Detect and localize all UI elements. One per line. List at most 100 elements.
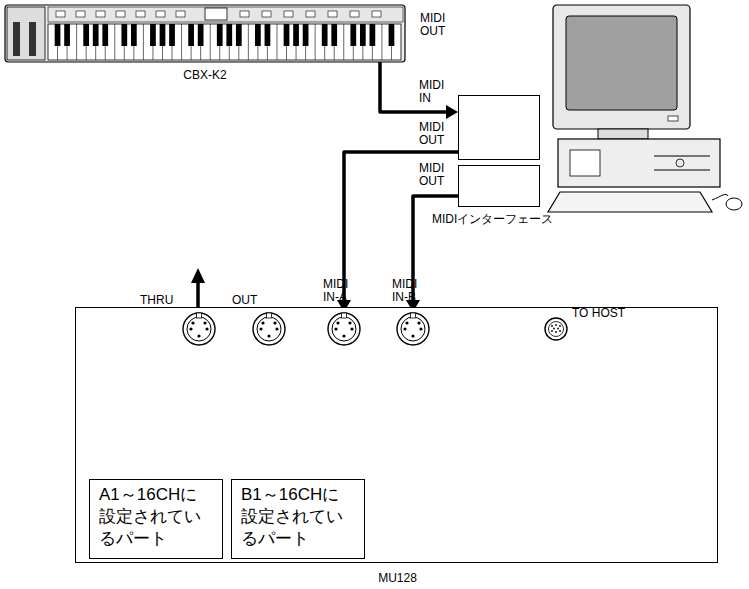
key-divider [181, 24, 182, 60]
arrowhead [446, 105, 458, 119]
black-key [150, 24, 156, 46]
display [205, 8, 227, 20]
jack-pin [342, 334, 345, 337]
jack-pin [551, 330, 553, 332]
key-bed [48, 24, 401, 60]
jack-pin [403, 327, 406, 330]
node-label: THRU [140, 294, 173, 307]
black-key [236, 24, 242, 46]
black-key [198, 24, 204, 46]
key-divider [114, 24, 115, 60]
keyboard-illustration [5, 5, 405, 62]
black-key [55, 24, 61, 46]
panel-button [262, 11, 271, 17]
black-key [322, 24, 328, 46]
black-key [370, 24, 376, 46]
jack-pin [555, 331, 557, 333]
black-key [169, 24, 175, 46]
computer-illustration [548, 5, 742, 212]
midi-jack: THRU [182, 312, 216, 346]
node-label: MIDI OUT [419, 121, 451, 147]
port-label: MIDI OUT [420, 12, 454, 38]
panel-button [328, 11, 337, 17]
jack-pin [261, 321, 264, 324]
monitor [553, 5, 690, 129]
midi-jack: MIDI IN-B [396, 312, 430, 346]
black-key [93, 24, 99, 46]
din-socket [252, 312, 286, 346]
signal-connector [380, 62, 458, 119]
power-button [668, 116, 678, 121]
jack-pin [419, 327, 422, 330]
jack-face [401, 317, 425, 341]
part-box: B1～16CHに設定されているパート [231, 479, 365, 559]
jack-face [187, 317, 211, 341]
node-label: MIDI IN-B [392, 278, 428, 304]
panel-buttons [56, 11, 381, 17]
jack-pin [275, 327, 278, 330]
jack-pin [557, 328, 559, 330]
thru-out-arrow [191, 268, 205, 310]
jack-pin [334, 327, 337, 330]
jack-pin [411, 334, 414, 337]
key-divider [76, 24, 77, 60]
key-divider [381, 24, 382, 60]
jack-face [257, 317, 281, 341]
din-socket [396, 312, 430, 346]
jack-pin [555, 324, 557, 326]
black-key [255, 24, 261, 46]
jack-pin [348, 321, 351, 324]
midi-cable [413, 196, 458, 301]
black-key [226, 24, 232, 46]
black-key [303, 24, 309, 46]
black-key [188, 24, 194, 46]
din-socket [182, 312, 216, 346]
panel-button [306, 11, 315, 17]
jack-pin [405, 321, 408, 324]
black-key [293, 24, 299, 46]
jack-key [342, 313, 347, 318]
host-jack: TO HOST [544, 317, 568, 341]
speaker-grille [570, 150, 600, 176]
top-panel [48, 7, 403, 22]
part-label: A1～16CHに設定されているパート [90, 480, 222, 554]
pitch-wheel [13, 22, 20, 56]
jack-pin [553, 328, 555, 330]
panel-button [350, 11, 359, 17]
keys [55, 24, 395, 60]
black-key [160, 24, 166, 46]
key-divider [248, 24, 249, 60]
jack-key [411, 313, 416, 318]
part-box: A1～16CHに設定されているパート [89, 479, 223, 559]
jack-face [332, 317, 356, 341]
black-key [131, 24, 137, 46]
black-key [360, 24, 366, 46]
jack-face [549, 322, 564, 337]
port-label: MIDIインターフェース [432, 213, 553, 226]
drive-button [676, 159, 684, 167]
mini-din-socket [544, 317, 568, 341]
jack-pin [259, 327, 262, 330]
jack-pin [559, 330, 561, 332]
part-label: B1～16CHに設定されているパート [232, 480, 364, 554]
black-key [350, 24, 356, 46]
black-key [331, 24, 337, 46]
key-divider [143, 24, 144, 60]
black-key [265, 24, 271, 46]
jack-rim [253, 313, 285, 345]
key-divider [276, 24, 277, 60]
mu128-unit: MU128THRUOUTMIDI IN-AMIDI IN-BTO HOSTA1～… [75, 307, 718, 563]
node-label: CBX-K2 [5, 69, 405, 82]
node-label: MIDI IN-A [323, 278, 359, 304]
node-label: MIDI IN [419, 79, 451, 105]
node-label: TO HOST [572, 307, 625, 320]
jack-pin [203, 321, 206, 324]
black-key [217, 24, 223, 46]
drive-slot [654, 170, 710, 171]
jack-pin [191, 321, 194, 324]
screen [566, 16, 677, 110]
panel-button [116, 11, 125, 17]
interface-box: MIDI INMIDI OUT [458, 95, 540, 160]
